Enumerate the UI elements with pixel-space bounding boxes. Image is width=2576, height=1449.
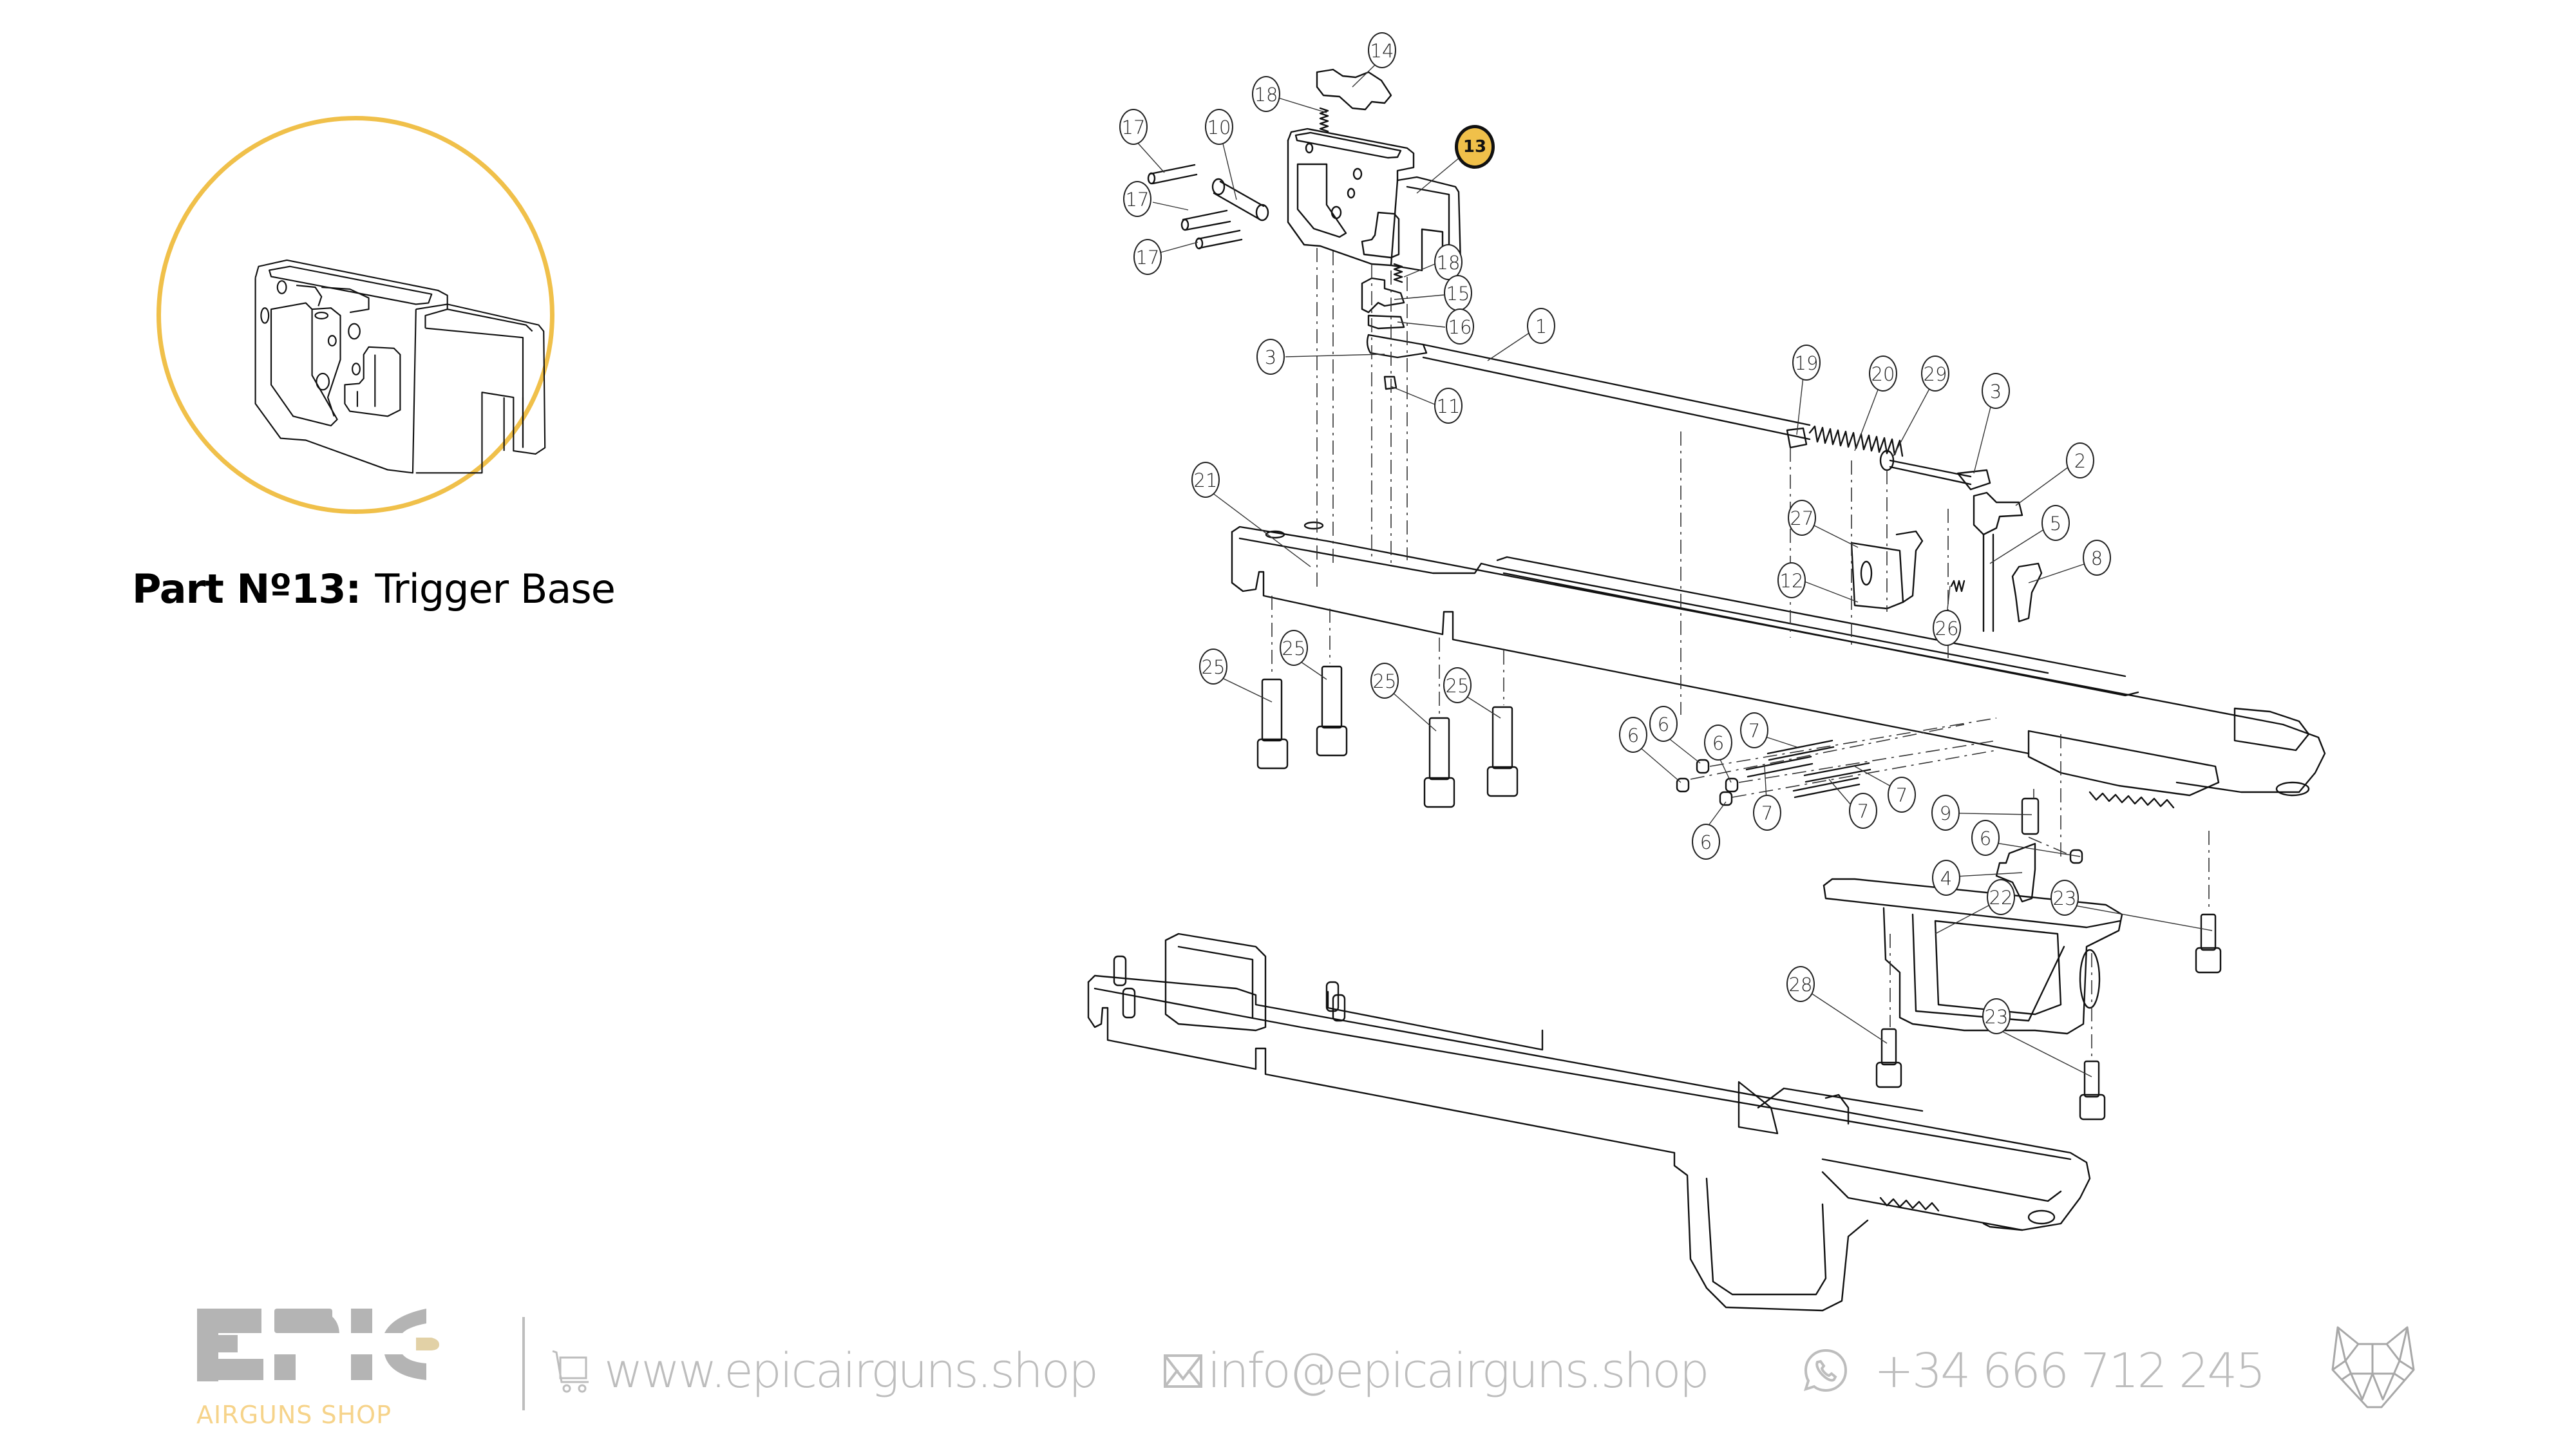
callout-part-number[interactable]: 6	[1649, 706, 1678, 742]
callout-part-number[interactable]: 1	[1527, 308, 1555, 344]
epic-logo[interactable]: AIRGUNS SHOP	[187, 1304, 457, 1433]
callout-part-number[interactable]: 28	[1786, 966, 1815, 1002]
part-number-label: Part Nº13:	[132, 565, 361, 612]
callout-part-number[interactable]: 6	[1619, 717, 1647, 753]
callout-part-number[interactable]: 5	[2041, 505, 2070, 541]
callout-part-number[interactable]: 4	[1932, 860, 1960, 896]
phone-link[interactable]: +34 666 712 245	[1803, 1343, 2266, 1399]
callout-highlighted-part[interactable]: 13	[1455, 125, 1495, 169]
trigger-base-illustration	[254, 259, 546, 474]
callout-part-number[interactable]: 7	[1753, 795, 1781, 831]
featured-part-circle	[156, 116, 554, 514]
callout-part-number[interactable]: 7	[1740, 712, 1768, 748]
email-text: info@epicairguns.shop	[1208, 1343, 1710, 1399]
callout-part-number[interactable]: 17	[1119, 109, 1148, 145]
callout-part-number[interactable]: 10	[1205, 109, 1233, 145]
phone-text: +34 666 712 245	[1874, 1343, 2266, 1399]
callout-part-number[interactable]: 6	[1971, 820, 2000, 856]
callout-part-number[interactable]: 25	[1370, 663, 1399, 699]
callout-part-number[interactable]: 15	[1444, 275, 1472, 311]
email-link[interactable]: info@epicairguns.shop	[1162, 1343, 1710, 1399]
callout-part-number[interactable]: 6	[1704, 724, 1732, 761]
callout-part-number[interactable]: 23	[1982, 998, 2011, 1034]
callout-part-number[interactable]: 19	[1792, 345, 1821, 381]
callout-part-number[interactable]: 22	[1987, 879, 2015, 915]
callout-part-number[interactable]: 11	[1434, 388, 1463, 424]
callout-part-number[interactable]: 17	[1133, 239, 1162, 275]
callout-part-number[interactable]: 27	[1788, 500, 1816, 536]
callout-part-number[interactable]: 12	[1777, 562, 1806, 598]
website-text: www.epicairguns.shop	[604, 1343, 1099, 1399]
callout-part-number[interactable]: 7	[1888, 777, 1916, 813]
callout-part-number[interactable]: 3	[1982, 373, 2010, 409]
callout-part-number[interactable]: 8	[2083, 540, 2111, 576]
callout-part-number[interactable]: 25	[1443, 667, 1472, 703]
mail-icon	[1164, 1354, 1202, 1388]
callout-part-number[interactable]: 20	[1869, 355, 1897, 392]
footer-divider	[522, 1317, 525, 1410]
callout-part-number[interactable]: 7	[1849, 793, 1877, 829]
callout-part-number[interactable]: 9	[1931, 795, 1960, 831]
logo-subtitle: AIRGUNS SHOP	[196, 1401, 392, 1429]
website-link[interactable]: www.epicairguns.shop	[549, 1343, 1099, 1399]
callout-part-number[interactable]: 14	[1368, 32, 1396, 68]
callout-part-number[interactable]: 3	[1256, 339, 1285, 375]
wolf-logo-icon	[2331, 1326, 2415, 1408]
callout-part-number[interactable]: 18	[1434, 244, 1463, 280]
callout-part-number[interactable]: 26	[1933, 610, 1961, 646]
cart-icon	[552, 1350, 589, 1393]
callout-part-number[interactable]: 23	[2050, 880, 2079, 916]
whatsapp-icon	[1803, 1349, 1848, 1392]
epic-wordmark-icon	[197, 1309, 439, 1381]
callout-part-number[interactable]: 6	[1692, 824, 1720, 860]
callout-part-number[interactable]: 29	[1921, 355, 1949, 392]
part-name: Trigger Base	[375, 565, 616, 612]
callout-part-number[interactable]: 25	[1199, 649, 1227, 685]
callout-part-number[interactable]: 25	[1280, 630, 1308, 666]
callout-part-number[interactable]: 17	[1123, 181, 1151, 217]
part-caption: Part Nº13: Trigger Base	[132, 565, 616, 612]
callout-part-number[interactable]: 21	[1191, 462, 1220, 498]
callout-part-number[interactable]: 18	[1252, 76, 1280, 112]
callout-part-number[interactable]: 16	[1446, 308, 1474, 345]
callout-part-number[interactable]: 2	[2066, 442, 2094, 478]
